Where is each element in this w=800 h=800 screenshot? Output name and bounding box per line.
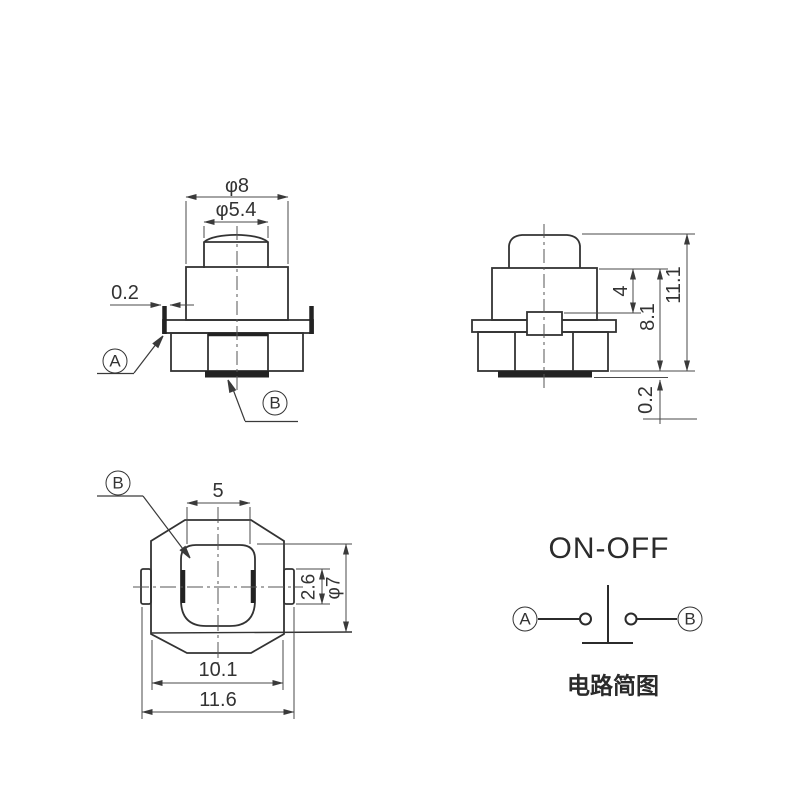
front-view-dimensions (110, 194, 289, 308)
label-a-arrow (152, 335, 164, 349)
balloon-b-front: B (262, 390, 288, 416)
dim-116-label: 11.6 (199, 689, 237, 711)
front-flange (162, 319, 314, 334)
dim-phi7-label: φ7 (323, 576, 345, 600)
top-view-leaders (97, 495, 191, 559)
dim-02-flange-label: 0.2 (111, 282, 139, 304)
top-boss-chord-line (150, 631, 353, 634)
dim-02-pad-label: 0.2 (635, 386, 657, 414)
circuit-contact-right (624, 612, 638, 626)
front-view-dark-features (162, 306, 314, 378)
front-bottom-pad (205, 371, 269, 378)
circuit-caption: 电路简图 (567, 673, 659, 700)
dim-5-label: 5 (212, 480, 224, 502)
front-cap-outline (203, 234, 269, 268)
top-view-dimensions (141, 500, 352, 719)
dim-81-label: 8.1 (637, 303, 659, 331)
dim-111-label: 11.1 (663, 266, 685, 304)
dim-phi54-label: φ5.4 (215, 199, 257, 221)
circuit-contact-left (579, 612, 592, 626)
dim-101-label: 10.1 (198, 659, 238, 681)
circuit-terminal-b: B (677, 606, 703, 632)
top-stem-outline (180, 544, 256, 627)
circuit-terminal-a: A (512, 606, 538, 632)
front-view-leaders (97, 335, 298, 423)
label-b-arrow (227, 379, 237, 394)
top-label-b-leader (142, 495, 187, 554)
dim-phi8-label: φ8 (224, 175, 250, 197)
circuit-diagram (538, 585, 677, 644)
circuit-title: ON-OFF (548, 532, 670, 565)
dim-4-label: 4 (610, 285, 632, 297)
side-base (477, 331, 609, 372)
balloon-a-front: A (102, 348, 128, 374)
dim-26-label: 2.6 (298, 573, 320, 601)
top-label-b-arrow (179, 545, 191, 559)
side-view-dimensions (564, 233, 697, 424)
side-bottom-pad (498, 371, 592, 378)
balloon-b-top: B (105, 470, 131, 496)
